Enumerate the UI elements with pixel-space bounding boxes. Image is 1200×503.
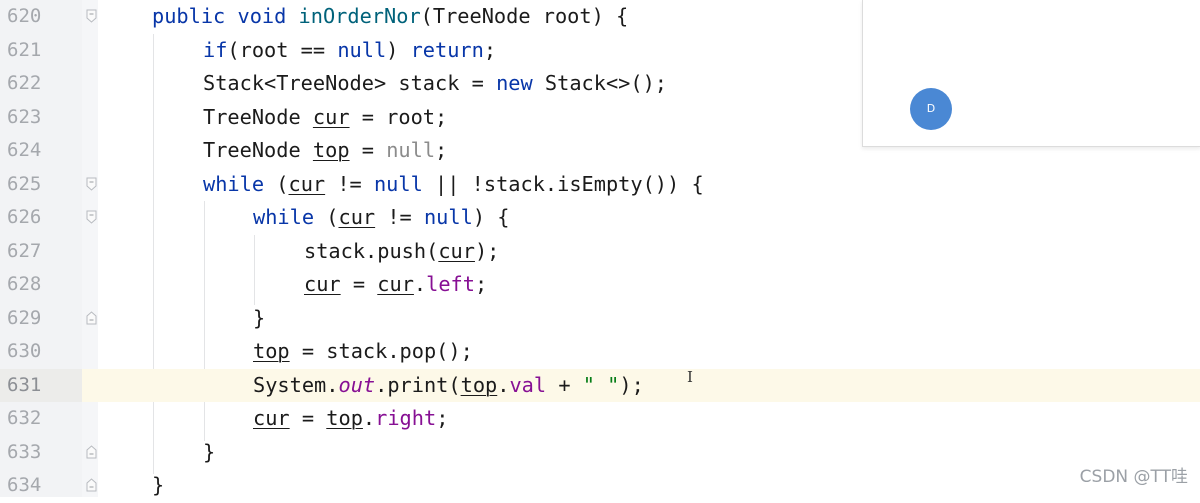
- code-text[interactable]: }: [203, 439, 216, 464]
- code-text[interactable]: if(root == null) return;: [203, 37, 497, 62]
- line-number: 620: [7, 5, 42, 27]
- code-line: 627 stack.push(cur);: [0, 235, 1200, 269]
- code-line: 621 if(root == null) return;: [0, 34, 1200, 68]
- line-number: 634: [7, 474, 42, 496]
- line-number: 633: [7, 440, 42, 463]
- code-text[interactable]: TreeNode top = null;: [203, 138, 448, 162]
- code-text[interactable]: cur = cur.left;: [304, 272, 488, 296]
- fold-open-icon[interactable]: [86, 177, 97, 191]
- line-number: 622: [7, 72, 42, 94]
- line-number: 625: [7, 172, 42, 195]
- overlay-panel: D: [862, 0, 1200, 147]
- avatar[interactable]: D: [910, 88, 952, 130]
- fold-open-icon[interactable]: [86, 210, 97, 224]
- code-line: 624 TreeNode top = null;: [0, 134, 1200, 168]
- fold-close-icon[interactable]: [86, 478, 97, 492]
- line-number: 628: [7, 273, 42, 295]
- code-text[interactable]: cur = top.right;: [253, 406, 449, 430]
- indent-guide: [204, 201, 205, 441]
- code-text[interactable]: while (cur != null) {: [253, 205, 510, 229]
- line-number: 629: [7, 306, 42, 329]
- code-text[interactable]: TreeNode cur = root;: [203, 104, 448, 129]
- code-text[interactable]: top = stack.pop();: [253, 339, 473, 363]
- code-line: 630 top = stack.pop();: [0, 335, 1200, 369]
- line-number: 632: [7, 407, 42, 429]
- code-line: 626 while (cur != null) {: [0, 201, 1200, 235]
- code-line: 633 }: [0, 436, 1200, 470]
- indent-guide: [254, 235, 255, 305]
- text-cursor-icon: I: [687, 368, 693, 386]
- line-number: 626: [7, 206, 42, 228]
- current-code-line: 631 System.out.print(top.val + " ");: [0, 368, 1200, 402]
- code-line: 629 }: [0, 302, 1200, 336]
- code-line: 632 cur = top.right;: [0, 402, 1200, 436]
- line-number: 624: [7, 139, 42, 161]
- indent-guide: [153, 34, 154, 474]
- code-text[interactable]: System.out.print(top.val + " ");: [253, 372, 644, 397]
- code-line: 625 while (cur != null || !stack.isEmpty…: [0, 168, 1200, 202]
- code-line: 623 TreeNode cur = root;: [0, 101, 1200, 135]
- line-number: 623: [7, 105, 42, 128]
- line-number: 631: [0, 368, 82, 402]
- line-number: 630: [7, 340, 42, 362]
- fold-close-icon[interactable]: [86, 310, 97, 325]
- code-line: 622 Stack<TreeNode> stack = new Stack<>(…: [0, 67, 1200, 101]
- fold-close-icon[interactable]: [86, 444, 97, 459]
- fold-open-icon[interactable]: [86, 9, 97, 23]
- line-number-gutter: [0, 0, 82, 497]
- line-number: 627: [7, 239, 42, 262]
- code-text[interactable]: }: [152, 473, 165, 497]
- watermark: CSDN @TT哇: [1079, 467, 1188, 487]
- code-text[interactable]: while (cur != null || !stack.isEmpty()) …: [203, 171, 704, 196]
- code-line: 628 cur = cur.left;: [0, 268, 1200, 302]
- line-number: 621: [7, 38, 42, 61]
- code-line: 634 }: [0, 469, 1200, 503]
- code-text[interactable]: }: [253, 305, 266, 330]
- code-text[interactable]: Stack<TreeNode> stack = new Stack<>();: [203, 71, 668, 95]
- code-line: 620 public void inOrderNor(TreeNode root…: [0, 0, 1200, 34]
- code-text[interactable]: stack.push(cur);: [304, 238, 500, 263]
- code-text[interactable]: public void inOrderNor(TreeNode root) {: [152, 4, 629, 28]
